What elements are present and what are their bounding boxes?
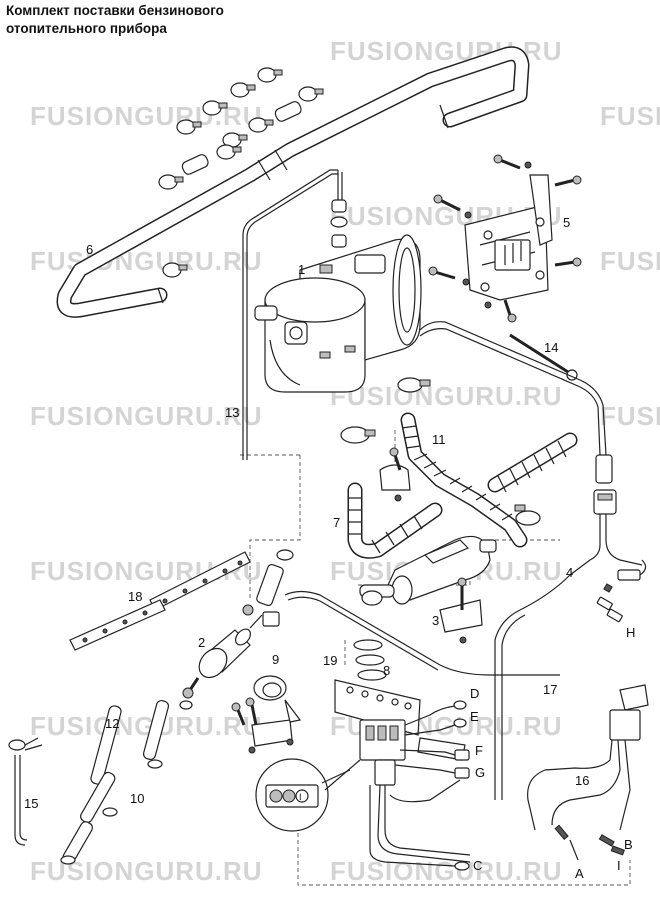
watermark-text: FUSIONGURU.RU — [30, 711, 263, 741]
item-16-cable — [527, 684, 649, 861]
label-8: 8 — [383, 663, 390, 678]
item-13-fuel-line — [242, 169, 343, 460]
label-9: 9 — [272, 652, 279, 667]
label-16: 16 — [575, 773, 589, 788]
hose-clamp-icon — [276, 549, 294, 561]
bolt-icon — [503, 299, 517, 323]
item-12-hoses — [90, 699, 193, 785]
item-18-mounting-straps — [69, 549, 294, 651]
bolt-icon — [428, 266, 456, 280]
title-line-2: отопительного прибора — [6, 21, 167, 36]
bolt-icon — [493, 154, 521, 170]
label-19: 19 — [323, 653, 337, 668]
label-1: 1 — [298, 262, 305, 277]
hose-clamp-icon — [298, 86, 324, 102]
watermark-text: FUSIONGURU.RU — [30, 101, 263, 131]
connectors-D-E-F-G — [389, 700, 470, 803]
label-3: 3 — [432, 613, 439, 628]
item-8-clamps — [353, 639, 387, 681]
connector-detail-callout: I — [255, 758, 361, 832]
watermark-text: FUSIONGURU.RU — [330, 856, 563, 886]
part-labels: 1 2 3 4 5 6 7 8 9 10 11 12 13 14 15 16 1… — [24, 215, 635, 881]
watermark-text: FUSIONGURU.RU — [30, 401, 263, 431]
label-15: 15 — [24, 796, 38, 811]
label-I: I — [617, 858, 621, 873]
label-D: D — [470, 686, 479, 701]
label-5: 5 — [563, 215, 570, 230]
title-line-1: Комплект поставки бензинового — [6, 3, 224, 18]
hose-clamp-icon — [248, 117, 274, 133]
air-hose-flex — [487, 432, 578, 493]
item-7-intake-pipe — [340, 377, 541, 559]
hose-clamps-group — [158, 67, 324, 278]
hose-clamp-icon — [202, 100, 228, 116]
item-10-fuel-hoses — [60, 771, 118, 865]
label-17: 17 — [543, 682, 557, 697]
item-1-heater-unit — [254, 234, 422, 393]
label-C: C — [473, 858, 482, 873]
hose-connector-icon — [181, 154, 209, 175]
item-5-mounting-bracket — [428, 154, 582, 323]
hose-clamp-icon — [230, 82, 256, 98]
label-10: 10 — [130, 791, 144, 806]
label-7: 7 — [333, 515, 340, 530]
item-6-hose-loop — [56, 46, 530, 318]
label-12: 12 — [105, 716, 119, 731]
label-H: H — [626, 625, 635, 640]
item-H-connectors — [596, 583, 623, 623]
item-2-fuel-pump — [182, 614, 263, 699]
label-F: F — [475, 743, 483, 758]
watermark-text: FUSIONGURU.RU — [600, 246, 660, 276]
watermark-text: FUSIONGURU.RU — [30, 246, 263, 276]
hose-clamp-icon — [257, 67, 283, 83]
bolt-icon — [554, 175, 582, 187]
watermark-text: FUSIONGURU.RU — [600, 401, 660, 431]
diagram-title: Комплект поставки бензинового отопительн… — [6, 2, 224, 38]
bolt-icon — [433, 194, 461, 212]
item-15-fuel-pickup — [8, 737, 43, 846]
connector-C-ground — [369, 785, 470, 871]
hose-clamp-icon — [158, 174, 184, 190]
item-11-flex-exhaust — [400, 412, 528, 548]
hose-clamp-icon — [176, 119, 202, 135]
item-4-wiring-harness — [419, 321, 647, 800]
label-13: 13 — [225, 405, 239, 420]
fuel-connectors — [330, 199, 348, 248]
hose-clamp-icon — [162, 262, 188, 278]
hose-connector-icon — [274, 101, 302, 122]
exhaust-clamp-bracket — [379, 447, 411, 502]
item-3-silencer-bracket — [439, 577, 483, 644]
label-G: G — [475, 765, 485, 780]
item-9-pump-holder — [231, 675, 302, 754]
label-18: 18 — [128, 589, 142, 604]
hose-clamp-icon — [222, 132, 248, 148]
watermark-layer: FUSIONGURU.RU FUSIONGURU.RU FUSIONGURU.R… — [30, 36, 660, 886]
watermark-text: FUSIONGURU.RU — [330, 381, 563, 411]
label-2: 2 — [198, 635, 205, 650]
label-E: E — [470, 709, 479, 724]
label-11: 11 — [432, 432, 446, 447]
bolt-icon — [554, 257, 582, 267]
hose-clamp-icon — [216, 144, 242, 160]
silencer — [359, 535, 497, 606]
watermark-text: FUSIONGURU.RU — [600, 101, 660, 131]
label-A: A — [575, 866, 584, 881]
fuse-relay-holder — [359, 719, 471, 863]
label-I-detail: I — [299, 792, 302, 802]
label-14: 14 — [544, 340, 558, 355]
label-B: B — [624, 837, 633, 852]
label-6: 6 — [86, 242, 93, 257]
item-17-harness — [284, 590, 560, 676]
label-4: 4 — [566, 565, 573, 580]
